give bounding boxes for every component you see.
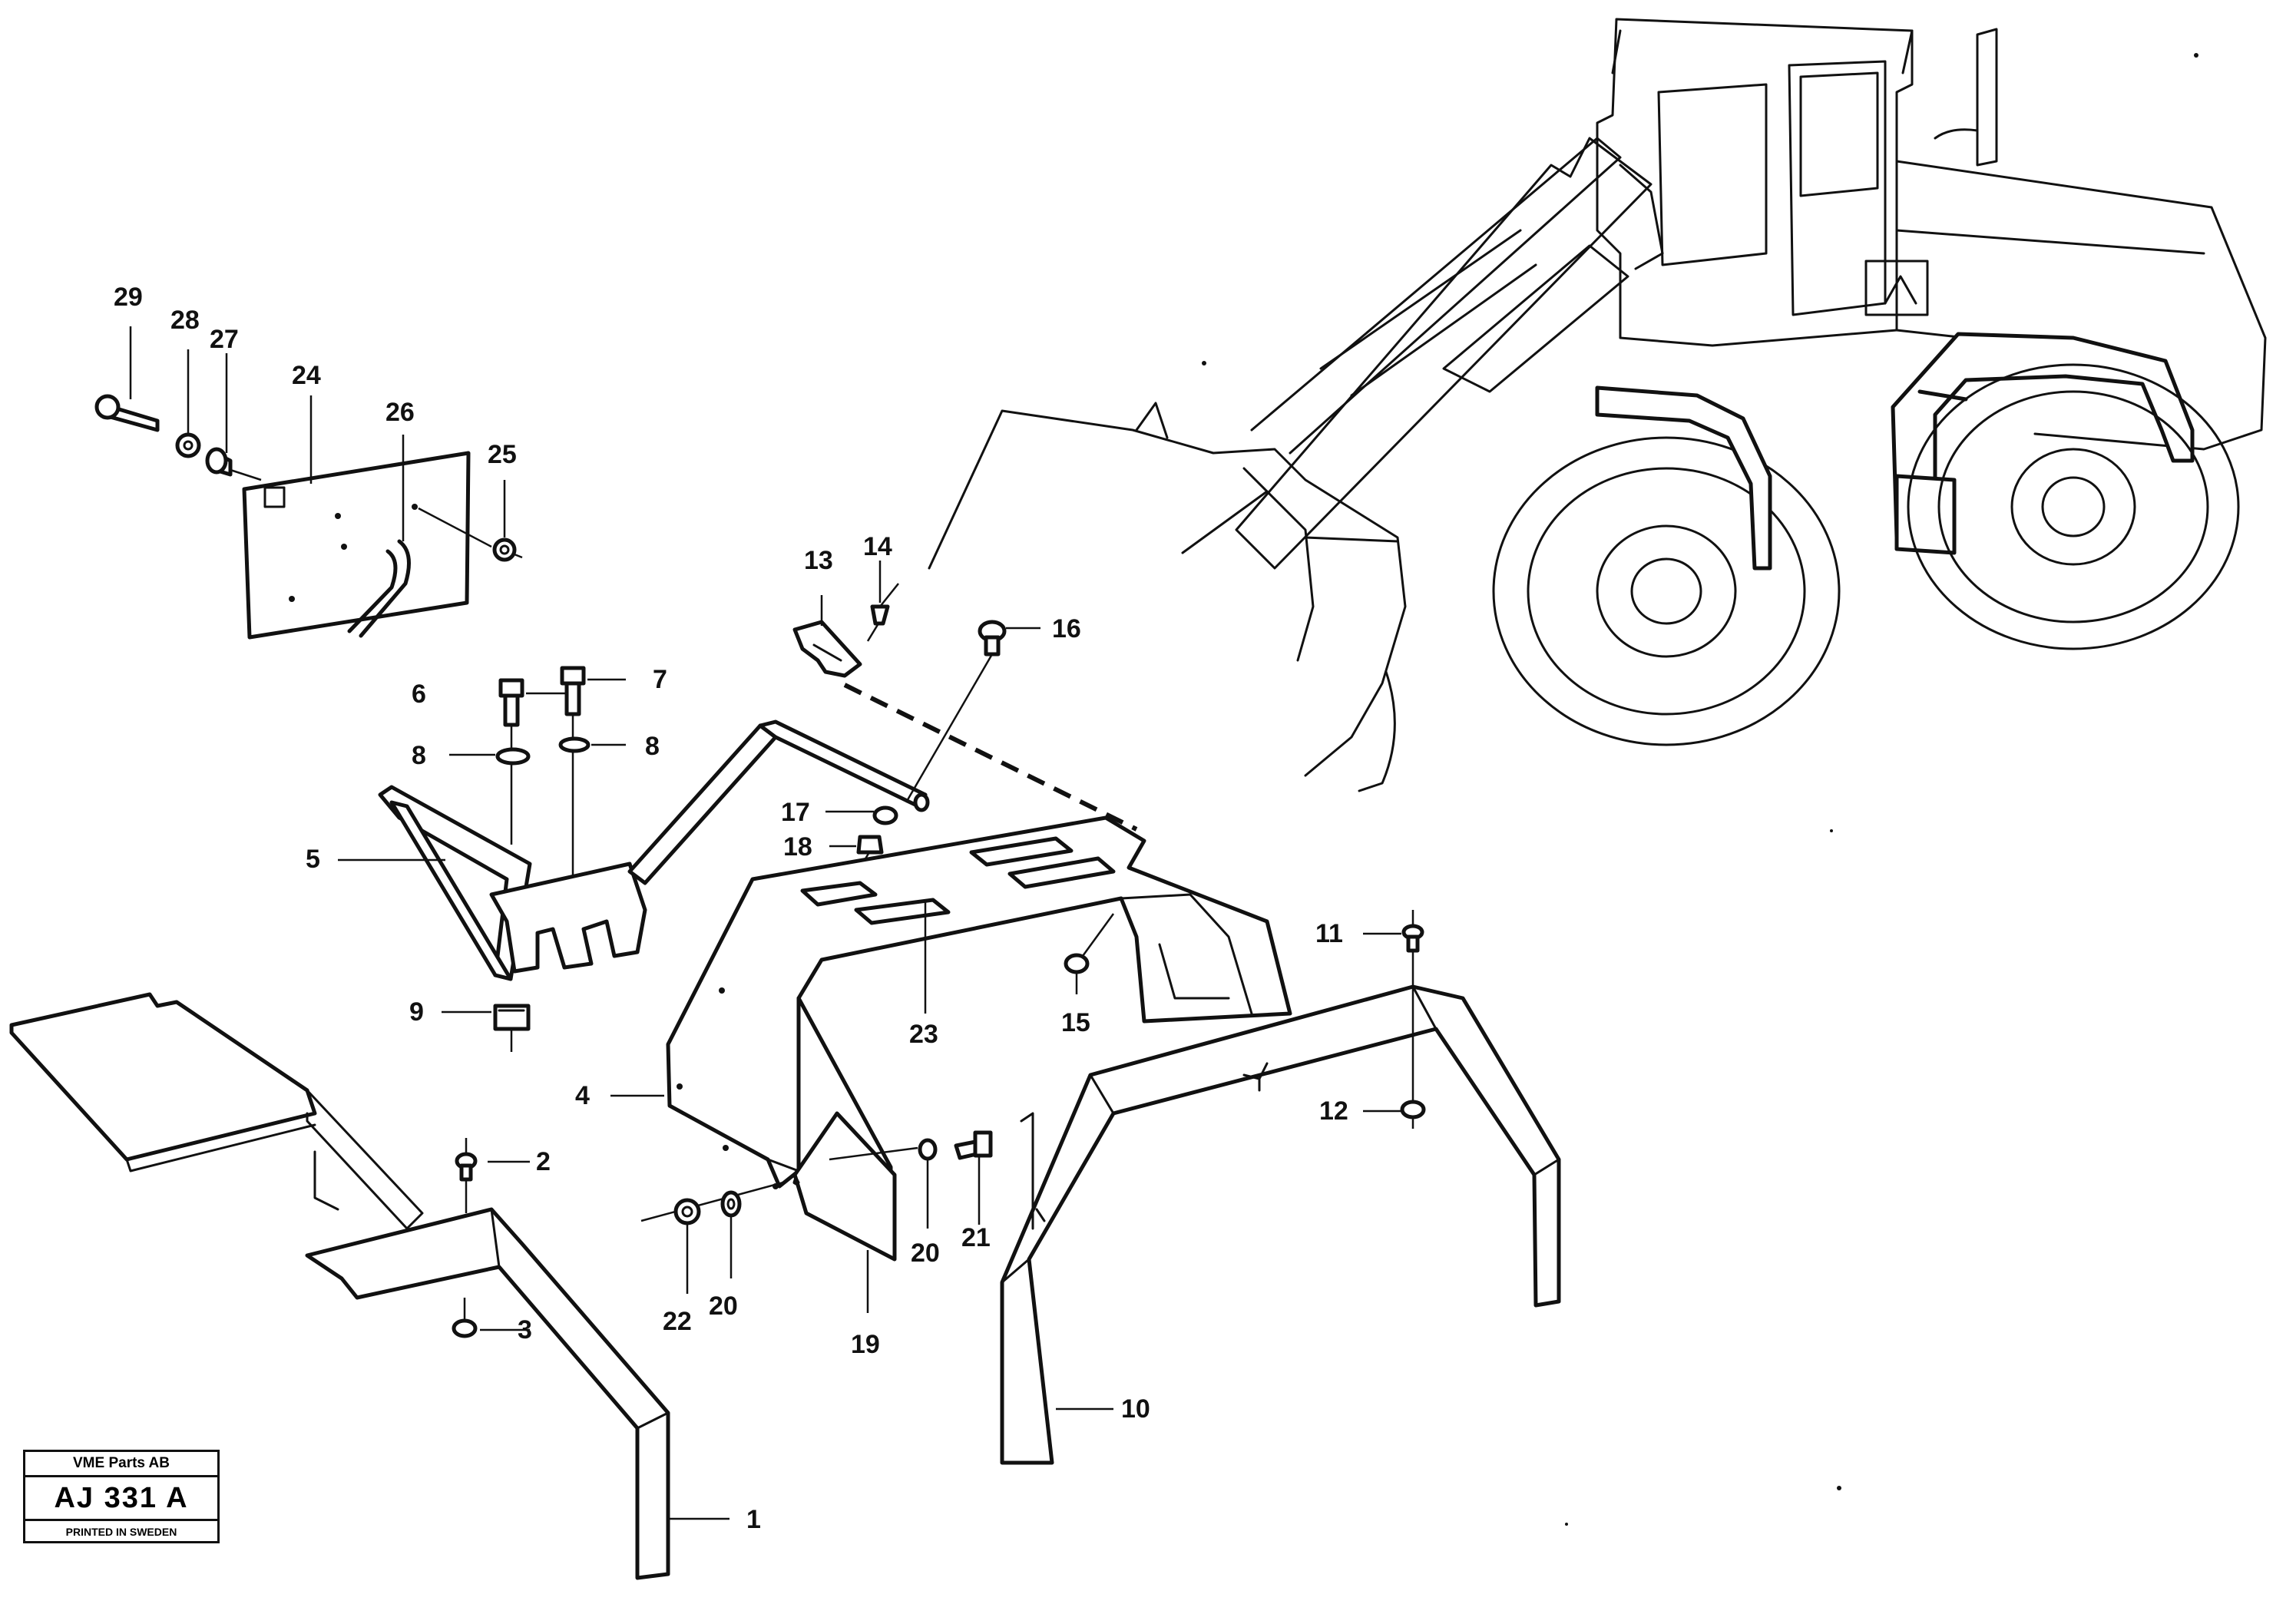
callout-19: 19 (851, 1330, 880, 1359)
fastener-16-bolt (905, 620, 1007, 803)
fastener-2-bolt (455, 1138, 478, 1213)
callout-20b: 20 (709, 1292, 738, 1321)
fastener-15-nut (1064, 913, 1115, 974)
callout-14: 14 (863, 532, 892, 561)
callout-3: 3 (518, 1315, 532, 1344)
reference-dashed-line (843, 683, 1138, 832)
stamp-drawing-code: AJ 331 A (25, 1477, 217, 1521)
callout-12: 12 (1319, 1096, 1348, 1126)
footstep-plate (9, 992, 424, 1230)
fastener-27-29-bolt-assembly (94, 394, 262, 481)
callout-leader-lines (129, 326, 1401, 1520)
callout-15: 15 (1061, 1008, 1090, 1037)
callout-28: 28 (170, 306, 200, 335)
callout-20a: 20 (911, 1239, 940, 1268)
callout-22: 22 (663, 1307, 692, 1336)
callout-17: 17 (781, 798, 810, 827)
callout-1: 1 (746, 1505, 761, 1534)
callout-7: 7 (653, 665, 667, 694)
fastener-17-washer (872, 805, 898, 825)
callout-9: 9 (409, 997, 424, 1027)
fastener-12-nut (1400, 1100, 1426, 1129)
callout-8b: 8 (645, 732, 660, 761)
fastener-3-nut (452, 1298, 478, 1338)
part-26-handle (359, 539, 411, 638)
part-13-bracket (792, 620, 862, 678)
stamp-printed-note: PRINTED IN SWEDEN (65, 1526, 177, 1538)
callout-25: 25 (488, 440, 517, 469)
fasteners-6-7-8 (495, 666, 591, 875)
callout-10: 10 (1121, 1394, 1150, 1424)
callout-27: 27 (210, 325, 239, 354)
part-10-rear-fender-arch (1000, 984, 1561, 1465)
part-24-cover-plate (242, 451, 471, 640)
callout-24: 24 (292, 361, 321, 390)
callout-5: 5 (306, 845, 320, 874)
callout-23: 23 (909, 1020, 938, 1049)
callout-4: 4 (575, 1081, 590, 1110)
fastener-14-screw (866, 583, 899, 642)
stamp-company: VME Parts AB (25, 1452, 217, 1477)
part-5-support-bracket (378, 719, 930, 981)
callout-8a: 8 (412, 741, 426, 770)
title-stamp: VME Parts AB AJ 331 A PRINTED IN SWEDEN (23, 1450, 220, 1543)
fastener-9-nut (493, 1004, 531, 1052)
callout-labels: 1 2 3 4 5 6 7 8 8 9 10 11 12 13 14 15 16… (114, 283, 1348, 1534)
callout-21: 21 (961, 1223, 991, 1252)
callout-13: 13 (804, 546, 833, 575)
callout-18: 18 (783, 832, 812, 862)
fasteners-20-21-22 (640, 1130, 993, 1225)
callout-2: 2 (536, 1147, 551, 1176)
part-19-mud-flap (792, 1111, 897, 1262)
callout-29: 29 (114, 283, 143, 312)
wheel-loader-illustration (928, 18, 2267, 792)
callout-11: 11 (1315, 919, 1343, 948)
fastener-25-nut (418, 507, 523, 562)
scan-specks (1202, 53, 2198, 1526)
fastener-11-bolt (1401, 910, 1424, 1106)
part-1-step-bracket (305, 1207, 670, 1580)
callout-26: 26 (385, 398, 415, 427)
part-26-handle-inner (347, 549, 398, 633)
callout-16: 16 (1052, 614, 1081, 643)
callout-6: 6 (412, 680, 426, 709)
